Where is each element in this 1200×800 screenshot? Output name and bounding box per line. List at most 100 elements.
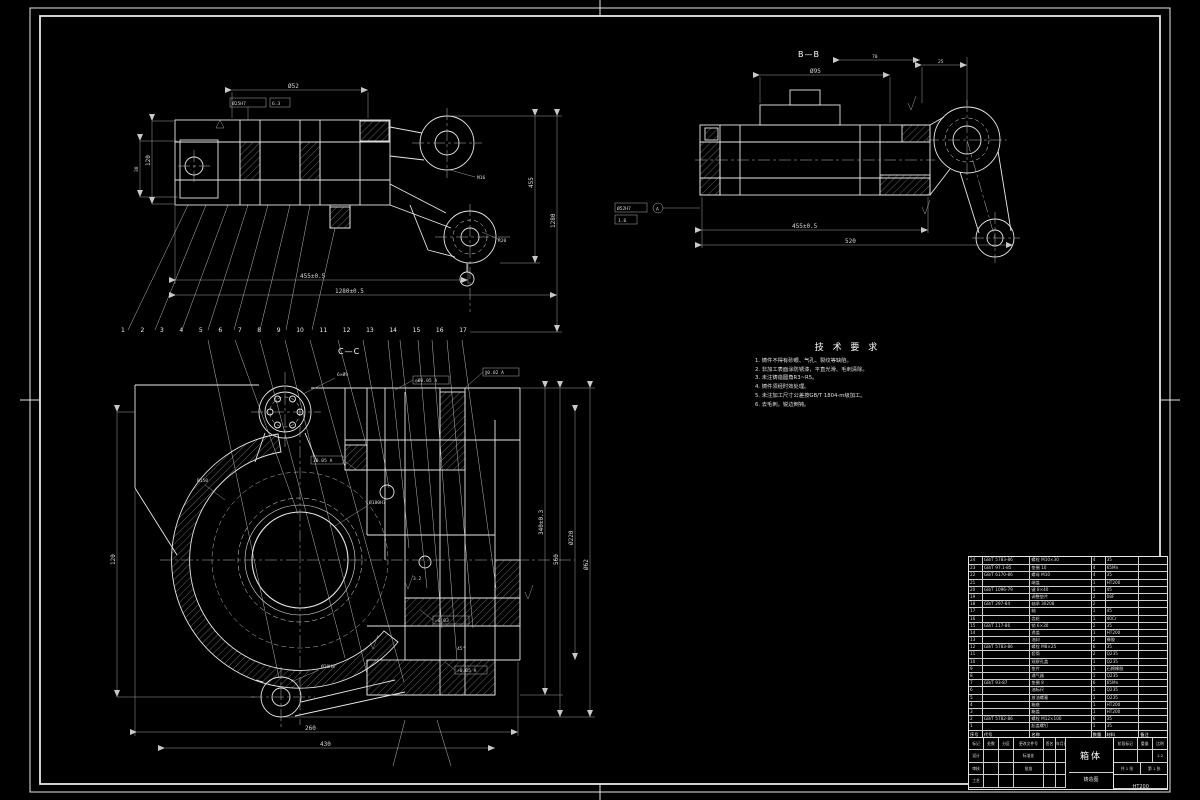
- svg-text:◎Ø0.05 A: ◎Ø0.05 A: [415, 377, 437, 384]
- part-code: [982, 607, 1031, 615]
- part-note: [1139, 564, 1167, 571]
- header-material: 材料: [1105, 729, 1140, 738]
- material-cell: HT200: [1114, 775, 1168, 789]
- part-code: [982, 592, 1031, 601]
- part-code: [982, 650, 1031, 658]
- part-qty: 4: [1091, 571, 1106, 579]
- part-code: [982, 672, 1031, 680]
- part-note: [1139, 636, 1167, 643]
- part-note: [1139, 628, 1167, 636]
- part-no: 12: [969, 643, 983, 651]
- part-no: 24: [969, 557, 983, 565]
- part-material: 橡胶: [1105, 636, 1140, 644]
- part-no: 1: [969, 722, 983, 730]
- part-name: 油封: [1030, 636, 1092, 644]
- part-code: [982, 664, 1031, 672]
- svg-text:45°: 45°: [457, 646, 466, 652]
- parts-list: 24 GB/T 5783-86 螺栓 M10×30 4 35 23 GB/T 9…: [968, 556, 1168, 739]
- part-name: 套筒: [1030, 650, 1092, 658]
- centering-marks: [20, 0, 1180, 800]
- callout-number: 3: [159, 327, 164, 334]
- parts-row: 11 套筒 2 Q235: [969, 650, 1167, 658]
- part-code: [982, 636, 1031, 644]
- callout-number: 16: [435, 327, 444, 334]
- part-name: 垫圈 10: [1030, 564, 1092, 572]
- part-code: [982, 693, 1031, 701]
- tech-req-line: 3. 未注铸造圆角R3~R5。: [755, 375, 818, 382]
- part-no: 17: [969, 607, 983, 615]
- callout-leaders: [127, 204, 336, 331]
- part-qty: 6: [1091, 679, 1106, 687]
- part-note: [1139, 614, 1167, 622]
- part-note: [1139, 557, 1167, 564]
- weight-label: 重量: [1137, 738, 1153, 751]
- parts-row: 23 GB/T 97.1-85 垫圈 10 4 65Mn: [969, 564, 1167, 572]
- callout-number: 1: [121, 327, 125, 334]
- title-block-cell: 处数: [984, 738, 999, 751]
- parts-row: 2 GB/T 5782-86 螺栓 M12×100 6 35: [969, 715, 1167, 723]
- callout-number: 9: [276, 327, 281, 334]
- svg-text:Ø180H7: Ø180H7: [369, 499, 386, 506]
- part-no: 6: [969, 686, 983, 694]
- part-qty: 1: [1091, 585, 1106, 593]
- part-code: [982, 707, 1031, 716]
- part-note: [1139, 571, 1167, 578]
- svg-text:70: 70: [872, 54, 878, 60]
- parts-row: 21 端盖 1 HT200: [969, 578, 1167, 586]
- title-block-cell: 标准化: [1014, 750, 1044, 763]
- part-qty: 2: [1091, 636, 1106, 644]
- svg-text:1.6: 1.6: [618, 218, 627, 224]
- parts-row: 19 调整垫片 2 08F: [969, 592, 1167, 601]
- part-material: HT200: [1105, 578, 1140, 586]
- weight-value: [1137, 750, 1153, 763]
- callout-number: 17: [459, 327, 467, 334]
- header-no: 序号: [969, 729, 983, 738]
- part-outline: [174, 115, 497, 287]
- title-block-cell: [984, 762, 999, 776]
- part-name: 箱座: [1030, 700, 1092, 708]
- title-block-cell: [1014, 775, 1044, 788]
- svg-text:Ø25H7: Ø25H7: [232, 100, 246, 107]
- part-qty: 1: [1091, 707, 1106, 716]
- title-block-cell: 工艺: [969, 775, 984, 788]
- part-code: GB/T 5783-86: [982, 643, 1031, 651]
- part-no: 7: [969, 679, 983, 687]
- part-qty: 1: [1091, 664, 1106, 672]
- part-code: [982, 700, 1031, 708]
- title-block-cell: [1044, 750, 1056, 763]
- parts-row: 7 GB/T 93-87 垫圈 8 6 65Mn: [969, 679, 1167, 687]
- part-name: 齿轮: [1030, 614, 1092, 622]
- callout-number: 2: [140, 327, 145, 334]
- part-note: [1139, 707, 1167, 715]
- svg-text:↗0.05 A: ↗0.05 A: [457, 668, 477, 674]
- svg-text:340±0.3: 340±0.3: [538, 509, 545, 535]
- title-block-cell: 更改文件号: [1014, 738, 1044, 751]
- svg-text:∥0.02 A: ∥0.02 A: [485, 370, 504, 376]
- part-code: GB/T 117-86: [982, 621, 1031, 629]
- part-no: 21: [969, 578, 983, 586]
- part-name: 垫圈 8: [1030, 679, 1092, 687]
- parts-row: 10 观察孔盖 1 Q235: [969, 657, 1167, 665]
- tech-req-title: 技 术 要 求: [814, 343, 881, 353]
- part-no: 11: [969, 650, 983, 658]
- part-material: 石棉橡胶: [1105, 664, 1140, 672]
- parts-row: 24 GB/T 5783-86 螺栓 M10×30 4 35: [969, 557, 1167, 565]
- title-block-cell: 签名: [1044, 738, 1056, 751]
- header-name: 名称: [1030, 729, 1092, 738]
- centerlines: [160, 372, 575, 727]
- part-code: GB/T 297-84: [982, 600, 1031, 608]
- parts-row: 1 起盖螺钉 1 35: [969, 722, 1167, 730]
- sheet-number: 第 1 张: [1141, 763, 1168, 776]
- gdt-texts: ◎Ø0.05 A ∥0.02 A ⊥0.05 A ▱0.03 ↗0.05 A: [313, 370, 504, 674]
- title-block-cell: [1056, 750, 1066, 763]
- part-code: GB/T 97.1-85: [982, 564, 1031, 572]
- part-name: 键 8×40: [1030, 585, 1092, 593]
- title-block-cell: [1056, 775, 1066, 788]
- part-name: 油标尺: [1030, 686, 1092, 694]
- part-material: HT200: [1105, 700, 1140, 708]
- part-material: Q235: [1105, 672, 1140, 680]
- title-block-cell: 审核: [969, 762, 984, 776]
- part-name: 垫片: [1030, 664, 1092, 672]
